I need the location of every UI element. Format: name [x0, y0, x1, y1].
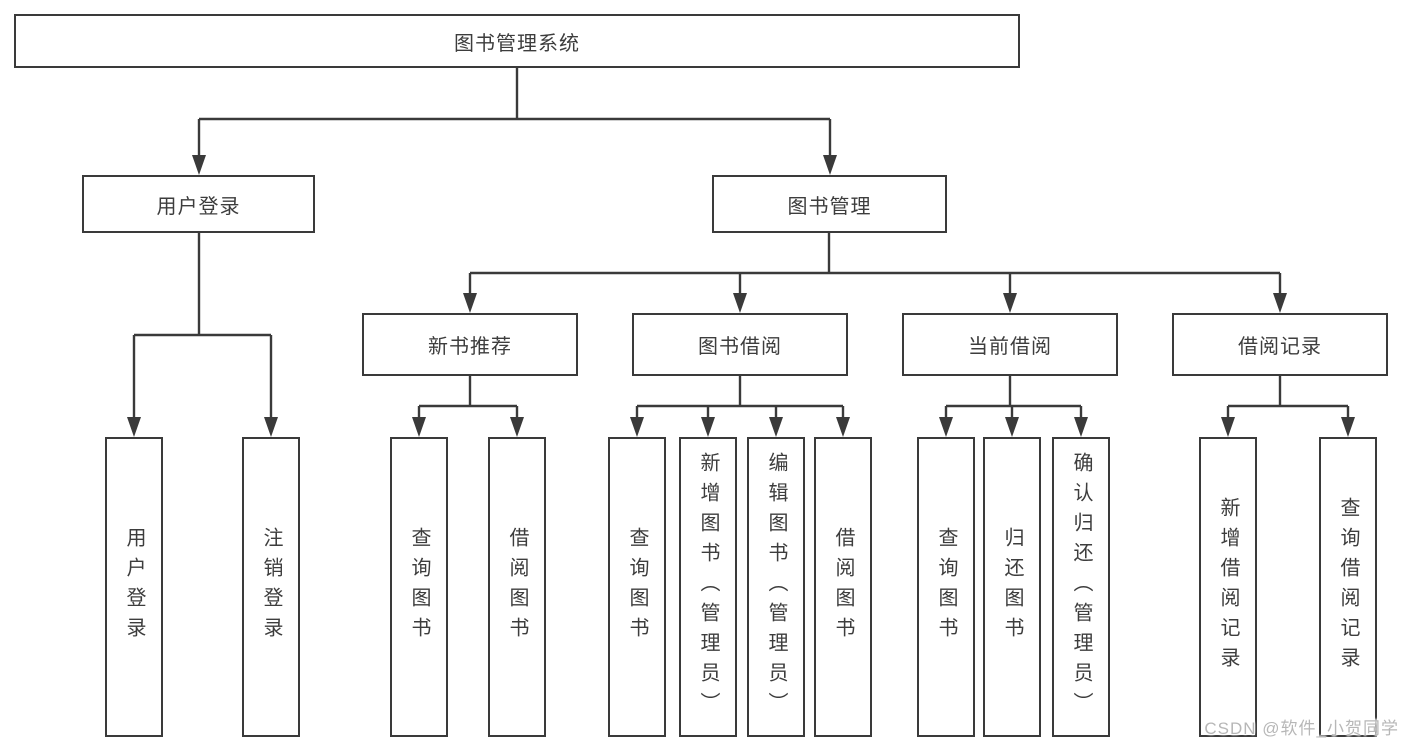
node-root-label: 图书管理系统 [454, 32, 580, 55]
arrowhead [1074, 417, 1088, 437]
leaf-confirm-return-admin-label: 确认归还（管理员） [1070, 452, 1092, 722]
arrowhead [510, 417, 524, 437]
arrowhead [836, 417, 850, 437]
leaf-confirm-return-admin: 确认归还（管理员） [1052, 437, 1110, 737]
arrowhead [192, 155, 206, 175]
leaf-add-borrow-record: 新增借阅记录 [1199, 437, 1257, 737]
leaf-add-books-admin: 新增图书（管理员） [679, 437, 737, 737]
leaf-query-books-recommend-label: 查询图书 [408, 527, 430, 647]
leaf-query-books-borrow: 查询图书 [608, 437, 666, 737]
leaf-borrow-books-recommend-label: 借阅图书 [506, 527, 528, 647]
leaf-query-borrow-record: 查询借阅记录 [1319, 437, 1377, 737]
leaf-query-books-recommend: 查询图书 [390, 437, 448, 737]
arrowhead [939, 417, 953, 437]
node-new-book-recommend: 新书推荐 [362, 313, 578, 376]
node-current-borrow-label: 当前借阅 [968, 336, 1052, 358]
leaf-add-borrow-record-label: 新增借阅记录 [1217, 497, 1239, 677]
arrowhead [701, 417, 715, 437]
arrowhead [1221, 417, 1235, 437]
leaf-query-books-current-label: 查询图书 [935, 527, 957, 647]
node-user-login: 用户登录 [82, 175, 315, 233]
csdn-watermark: CSDN @软件_小贺同学 [1204, 719, 1399, 738]
leaf-query-borrow-record-label: 查询借阅记录 [1337, 497, 1359, 677]
node-root: 图书管理系统 [14, 14, 1020, 68]
leaf-user-login: 用户登录 [105, 437, 163, 737]
leaf-logout-label: 注销登录 [260, 527, 282, 647]
leaf-user-login-label: 用户登录 [123, 527, 145, 647]
leaf-logout: 注销登录 [242, 437, 300, 737]
node-borrow-record-label: 借阅记录 [1238, 336, 1322, 358]
connector-paths [132, 68, 1350, 419]
node-book-management-label: 图书管理 [787, 195, 872, 218]
leaf-add-books-admin-label: 新增图书（管理员） [697, 452, 719, 722]
node-new-book-recommend-label: 新书推荐 [428, 336, 512, 358]
node-book-borrow: 图书借阅 [632, 313, 848, 376]
arrowheads [127, 155, 1355, 437]
arrowhead [1005, 417, 1019, 437]
leaf-return-books-label: 归还图书 [1001, 527, 1023, 647]
arrowhead [1003, 293, 1017, 313]
leaf-query-books-current: 查询图书 [917, 437, 975, 737]
arrowhead [412, 417, 426, 437]
node-current-borrow: 当前借阅 [902, 313, 1118, 376]
arrowhead [264, 417, 278, 437]
leaf-borrow-books: 借阅图书 [814, 437, 872, 737]
node-user-login-label: 用户登录 [156, 195, 241, 218]
leaf-edit-books-admin-label: 编辑图书（管理员） [765, 452, 787, 722]
leaf-borrow-books-label: 借阅图书 [832, 527, 854, 647]
leaf-query-books-borrow-label: 查询图书 [626, 527, 648, 647]
arrowhead [823, 155, 837, 175]
arrowhead [127, 417, 141, 437]
arrowhead [769, 417, 783, 437]
node-book-management: 图书管理 [712, 175, 947, 233]
arrowhead [1273, 293, 1287, 313]
leaf-return-books: 归还图书 [983, 437, 1041, 737]
node-book-borrow-label: 图书借阅 [698, 336, 782, 358]
leaf-borrow-books-recommend: 借阅图书 [488, 437, 546, 737]
arrowhead [463, 293, 477, 313]
leaf-edit-books-admin: 编辑图书（管理员） [747, 437, 805, 737]
arrowhead [733, 293, 747, 313]
arrowhead [630, 417, 644, 437]
node-borrow-record: 借阅记录 [1172, 313, 1388, 376]
arrowhead [1341, 417, 1355, 437]
